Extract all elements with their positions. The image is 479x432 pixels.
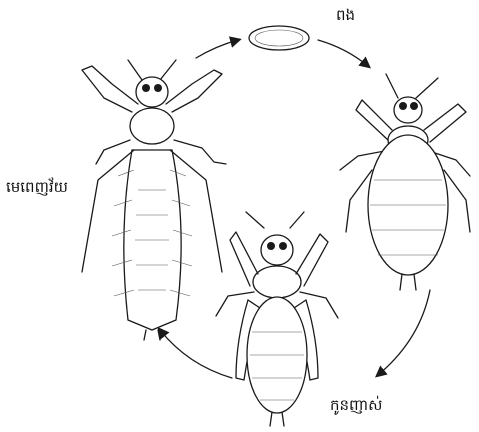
arrow-egg-to-early-nymph — [318, 40, 368, 66]
arrow-adult-to-egg — [196, 40, 238, 58]
arrow-nymph-to-adult — [160, 330, 232, 378]
egg-illustration — [249, 26, 309, 50]
nymph-label: កូនញាស់ — [330, 396, 382, 418]
adult-illustration — [82, 60, 226, 340]
adult-label: មេពេញវ័យ — [6, 178, 68, 200]
egg-label: ពង — [336, 6, 355, 28]
nymph-illustration — [216, 212, 338, 426]
arrow-late-nymph-to-nymph — [378, 290, 430, 375]
early-nymph-illustration — [340, 74, 470, 290]
